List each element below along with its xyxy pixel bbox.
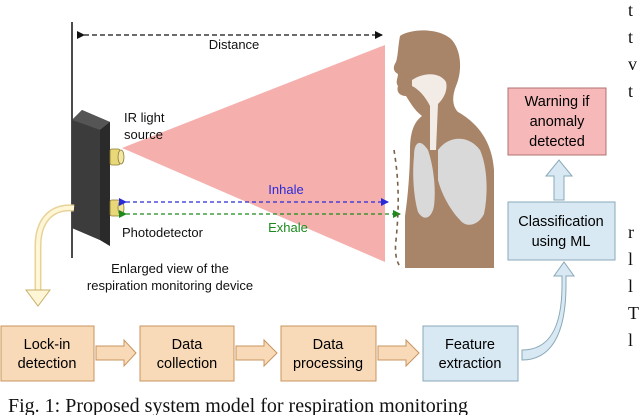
- enlarged-view-label-line1: Enlarged view of the: [111, 261, 229, 276]
- ir-source-label-line2: source: [124, 127, 163, 142]
- svg-text:Data: Data: [313, 337, 345, 353]
- edge-char: t: [628, 81, 634, 101]
- edge-char: T: [628, 303, 639, 323]
- figure-caption: Fig. 1: Proposed system model for respir…: [8, 395, 468, 415]
- ir-source-label-line1: IR light: [124, 110, 165, 125]
- distance-label: Distance: [209, 37, 260, 52]
- svg-text:Classification: Classification: [518, 214, 603, 230]
- svg-text:Lock-in: Lock-in: [24, 337, 71, 353]
- edge-char: v: [628, 54, 637, 74]
- svg-text:Data: Data: [172, 337, 204, 353]
- svg-text:detected: detected: [529, 134, 585, 150]
- edge-char: l: [628, 330, 634, 350]
- svg-text:Feature: Feature: [445, 337, 495, 353]
- svg-text:anomaly: anomaly: [530, 114, 586, 130]
- ir-beam-cone: [122, 45, 385, 262]
- svg-text:detection: detection: [18, 356, 77, 372]
- arrow-collection-to-processing: [235, 338, 278, 368]
- enlarged-view-arrow-inner: [36, 205, 75, 292]
- block-lockin-detection: Lock-in detection: [0, 325, 95, 382]
- distance-arrow: Distance: [77, 31, 383, 52]
- block-data-collection: Data collection: [139, 325, 235, 382]
- block-classification-ml: Classification using ML: [507, 201, 616, 261]
- svg-text:using ML: using ML: [532, 234, 591, 250]
- edge-char: l: [628, 249, 634, 269]
- ir-source-lens: [109, 148, 125, 166]
- block-feature-extraction: Feature extraction: [422, 325, 519, 382]
- svg-text:processing: processing: [293, 356, 363, 372]
- svg-text:extraction: extraction: [439, 356, 502, 372]
- enlarged-view-arrowhead: [25, 289, 51, 307]
- enlarged-view-label-line2: respiration monitoring device: [87, 278, 253, 293]
- edge-char: r: [628, 222, 634, 242]
- svg-text:collection: collection: [157, 356, 217, 372]
- human-torso-illustration: [393, 30, 494, 269]
- svg-text:Warning if: Warning if: [525, 94, 591, 110]
- block-data-processing: Data processing: [280, 325, 377, 382]
- edge-char: t: [628, 27, 634, 47]
- arrow-lockin-to-collection: [95, 338, 137, 368]
- exhale-label: Exhale: [268, 220, 308, 235]
- block-warning-anomaly: Warning if anomaly detected: [507, 87, 607, 156]
- arrow-classification-to-warning: [544, 159, 574, 201]
- edge-char: t: [628, 0, 634, 20]
- photodetector-lens: [109, 199, 125, 217]
- arrow-feature-to-classification: [521, 261, 575, 361]
- inhale-label: Inhale: [268, 182, 303, 197]
- photodetector-label: Photodetector: [122, 225, 204, 240]
- monitoring-device: [72, 110, 110, 246]
- edge-char: l: [628, 276, 634, 296]
- arrow-processing-to-feature: [377, 338, 420, 368]
